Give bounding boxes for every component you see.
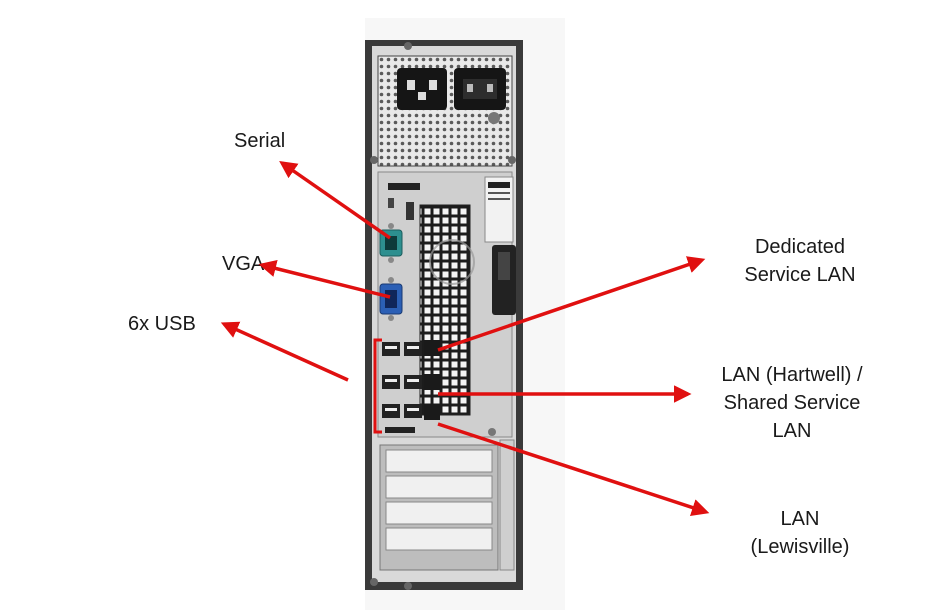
lan-port-lewisville-icon bbox=[424, 404, 440, 420]
vga-port-icon bbox=[379, 277, 403, 321]
computer-rear-panel bbox=[365, 40, 523, 590]
label-line: LAN bbox=[780, 508, 820, 530]
power-inlet-icon bbox=[397, 68, 447, 110]
label-usb: 6x USB bbox=[128, 313, 196, 335]
lan-port-shared-icon bbox=[424, 374, 440, 390]
label-dedicated-service-lan: Dedicated Service LAN bbox=[722, 233, 878, 289]
label-line: Shared Service bbox=[723, 392, 861, 414]
arrow-dedicated-lan bbox=[437, 256, 706, 352]
lan-port-dedicated-icon bbox=[424, 340, 440, 356]
label-vga: VGA bbox=[222, 253, 265, 275]
power-supply bbox=[377, 55, 513, 167]
usb-ports bbox=[382, 342, 422, 418]
label-line: Dedicated bbox=[754, 236, 846, 258]
arrow-vga bbox=[258, 259, 391, 299]
arrow-serial bbox=[279, 161, 391, 240]
label-line: Service LAN bbox=[744, 264, 856, 286]
label-shared-service-lan: LAN (Hartwell) / Shared Service LAN bbox=[698, 361, 886, 445]
callout-arrows bbox=[220, 161, 710, 516]
expansion-slots bbox=[379, 428, 515, 571]
label-line: LAN (Hartwell) / bbox=[721, 364, 863, 386]
arrow-lewisville-lan bbox=[437, 422, 710, 516]
label-lewisville-lan: LAN (Lewisville) bbox=[730, 505, 870, 561]
label-line: (Lewisville) bbox=[750, 536, 850, 558]
usb-bracket bbox=[373, 338, 382, 434]
screw-icon bbox=[488, 112, 500, 124]
label-line: LAN bbox=[772, 420, 812, 442]
label-serial: Serial bbox=[234, 130, 286, 152]
arrow-usb bbox=[220, 321, 349, 382]
